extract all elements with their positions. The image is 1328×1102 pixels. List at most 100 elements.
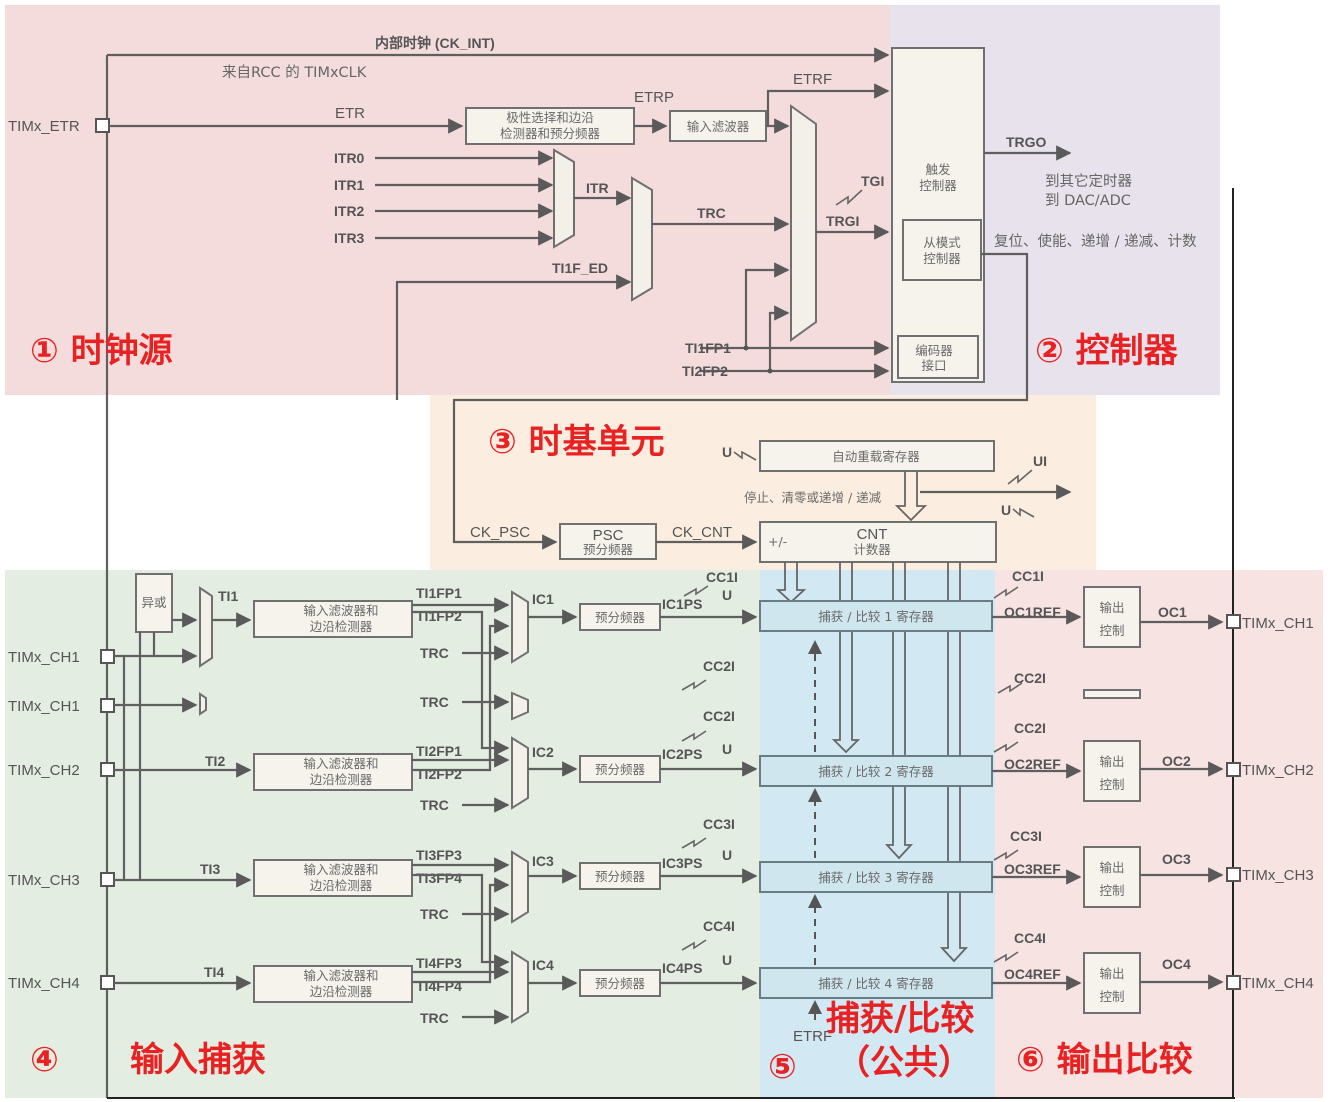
out-ch2-label: TIMx_CH2 [1242, 762, 1314, 779]
trigger-label-1: 触发 [925, 162, 951, 177]
prescaler-3: 预分频器 [579, 862, 661, 890]
arr-label: 自动重载寄存器 [832, 449, 920, 464]
reg3-label: 捕获 / 比较 3 寄存器 [818, 870, 934, 885]
output-control-4: 输出 控制 [1083, 952, 1141, 1014]
ti4fp4-label: TI4FP4 [416, 978, 462, 994]
ic4ps-label: IC4PS [662, 960, 702, 976]
to-other-timers: 到其它定时器 [1045, 172, 1132, 190]
ti3fp4-label: TI3FP4 [416, 870, 462, 886]
etr-pin[interactable] [95, 118, 110, 133]
oc2ref-label: OC2REF [1004, 756, 1061, 772]
region-capture-compare [760, 570, 995, 1098]
stop-clear-text: 停止、清零或递增 / 递减 [744, 490, 882, 505]
cc4i-right-label: CC4I [1014, 930, 1046, 946]
xor-gate [135, 573, 173, 633]
trc2-label: TRC [420, 797, 449, 813]
ti1fp1-in-label: TI1FP1 [416, 585, 462, 601]
trigger-controller-block [891, 47, 985, 383]
trc1-label: TRC [420, 645, 449, 661]
cnt-u-label: U [1001, 502, 1011, 518]
arr-u-label: U [722, 444, 732, 460]
oc1ref-label: OC1REF [1004, 604, 1061, 620]
region-title-capture-number: ⑤ [768, 1047, 797, 1087]
cc2i-left-label-2: CC2I [703, 708, 735, 724]
trigger-label-2: 控制器 [919, 178, 957, 193]
oc4ref-label: OC4REF [1004, 966, 1061, 982]
itr3-label: ITR3 [334, 230, 365, 246]
etr-label: ETR [335, 105, 365, 122]
filter2-label-1: 输入滤波器和 [303, 756, 378, 771]
capture-compare-register-1: 捕获 / 比较 1 寄存器 [759, 600, 993, 632]
u2-label: U [722, 741, 732, 757]
ic1-mux [511, 590, 529, 664]
capture-compare-register-4: 捕获 / 比较 4 寄存器 [759, 967, 993, 999]
ti1fp1-label: TI1FP1 [685, 340, 731, 356]
ic1ps-label: IC1PS [662, 596, 702, 612]
region-output-compare [995, 570, 1323, 1098]
out-ch3-pin[interactable] [1226, 867, 1241, 882]
oc4-label: OC4 [1162, 956, 1191, 972]
ti2fp1-label: TI2FP1 [416, 743, 462, 759]
slave-mode-controller [902, 219, 982, 281]
prescaler4-label: 预分频器 [595, 976, 646, 991]
ic3-label: IC3 [532, 853, 554, 869]
ch2-pin[interactable] [100, 762, 115, 777]
region-title-input-capture: 输入捕获 [130, 1040, 266, 1080]
ic2-label: IC2 [532, 744, 554, 760]
etrp-label: ETRP [634, 89, 674, 106]
ui-label: UI [1033, 453, 1047, 469]
ic4-mux [511, 950, 529, 1024]
out-ch2-pin[interactable] [1226, 762, 1241, 777]
input-filter-2: 输入滤波器和 边沿检测器 [253, 753, 413, 791]
ch4-pin[interactable] [100, 975, 115, 990]
ch3-pin[interactable] [100, 872, 115, 887]
filter2-label-2: 边沿检测器 [310, 772, 373, 787]
input-mux-wires [412, 597, 510, 1025]
ti1-mux [199, 586, 213, 668]
out-ch1-pin[interactable] [1226, 614, 1241, 629]
ch1b-pin[interactable] [100, 698, 115, 713]
output-control-placeholder [1083, 689, 1141, 699]
ch1-input-label: TIMx_CH1 [8, 649, 80, 666]
prescaler2-label: 预分频器 [595, 762, 646, 777]
plus-minus-label: +/- [768, 534, 787, 549]
trigger-mux [790, 104, 817, 342]
trc-label: TRC [697, 205, 726, 221]
ck-cnt-label: CK_CNT [672, 524, 732, 541]
prescaler-1: 预分频器 [579, 603, 661, 631]
input-filter-1: 输入滤波器和 边沿检测器 [253, 600, 413, 638]
ti2fp2-in-label: TI2FP2 [416, 766, 462, 782]
ti1-label: TI1 [218, 588, 238, 604]
region-title-capture-compare: 捕获/比较 [826, 999, 974, 1039]
ti1f-ed-label: TI1F_ED [552, 260, 608, 276]
cc1i-left-label: CC1I [706, 569, 738, 585]
outctrl1-label-1: 输出 [1099, 600, 1124, 615]
slave-label-1: 从模式 [923, 235, 961, 250]
filter4-label-2: 边沿检测器 [310, 984, 373, 999]
ch1b-input-label: TIMx_CH1 [8, 698, 80, 715]
oc3ref-label: OC3REF [1004, 861, 1061, 877]
output-control-2: 输出 控制 [1083, 740, 1141, 802]
etr-filter-label: 输入滤波器 [687, 119, 750, 134]
out-ch3-label: TIMx_CH3 [1242, 867, 1314, 884]
cc3i-left-label: CC3I [703, 816, 735, 832]
ch1-pin[interactable] [100, 649, 115, 664]
psc-label: PSC [593, 527, 624, 544]
tgi-label: TGI [861, 173, 884, 189]
slave-label-2: 控制器 [923, 251, 961, 266]
cc2i-left-label-1: CC2I [703, 658, 735, 674]
trc3-label: TRC [420, 906, 449, 922]
itr-label: ITR [586, 180, 609, 196]
outctrl1-label-2: 控制 [1099, 623, 1124, 638]
cc2i-right-label-2: CC2I [1014, 720, 1046, 736]
reg1-label: 捕获 / 比较 1 寄存器 [818, 609, 934, 624]
polarity-label-1: 极性选择和边沿 [506, 110, 594, 125]
capture-compare-register-3: 捕获 / 比较 3 寄存器 [759, 861, 993, 893]
encoder-interface [897, 335, 979, 379]
encoder-label-1: 编码器 [915, 343, 953, 358]
auto-reload-register [759, 440, 995, 472]
out-ch4-pin[interactable] [1226, 975, 1241, 990]
ic3-mux [511, 850, 529, 924]
reg4-label: 捕获 / 比较 4 寄存器 [818, 976, 934, 991]
